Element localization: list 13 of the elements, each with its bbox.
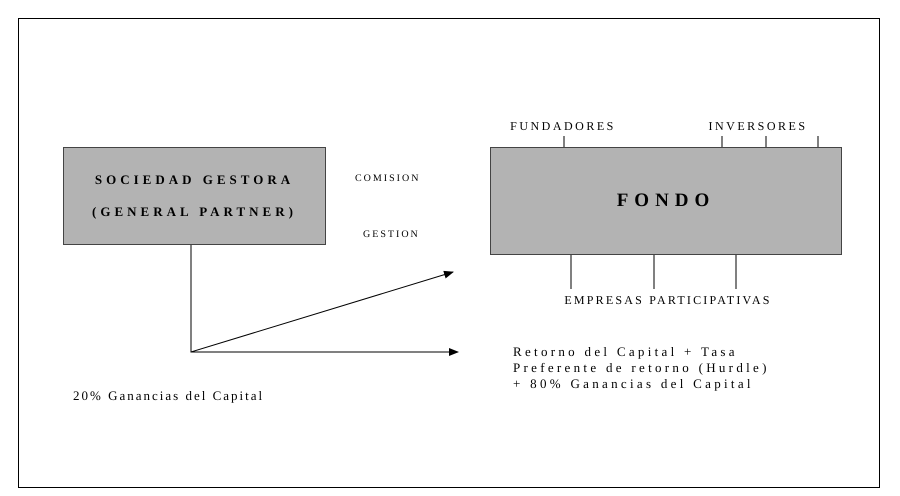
text-label: INVERSORES — [708, 118, 808, 134]
process-box — [63, 147, 326, 245]
box-title: SOCIEDAD GESTORA — [94, 172, 294, 188]
box-title: (GENERAL PARTNER) — [92, 204, 297, 220]
text-label: FUNDADORES — [510, 118, 616, 134]
text-label: GESTION — [363, 229, 420, 240]
process-box — [490, 147, 842, 255]
text-label: Retorno del Capital + Tasa Preferente de retorno (Hurdle) + 80% Ganancias del Capital — [513, 344, 771, 392]
text-label: EMPRESAS PARTICIPATIVAS — [564, 292, 772, 308]
text-label: 20% Ganancias del Capital — [73, 388, 264, 404]
box-title: FONDO — [616, 190, 716, 212]
text-label: COMISION — [355, 173, 420, 184]
connector-line — [570, 254, 572, 290]
